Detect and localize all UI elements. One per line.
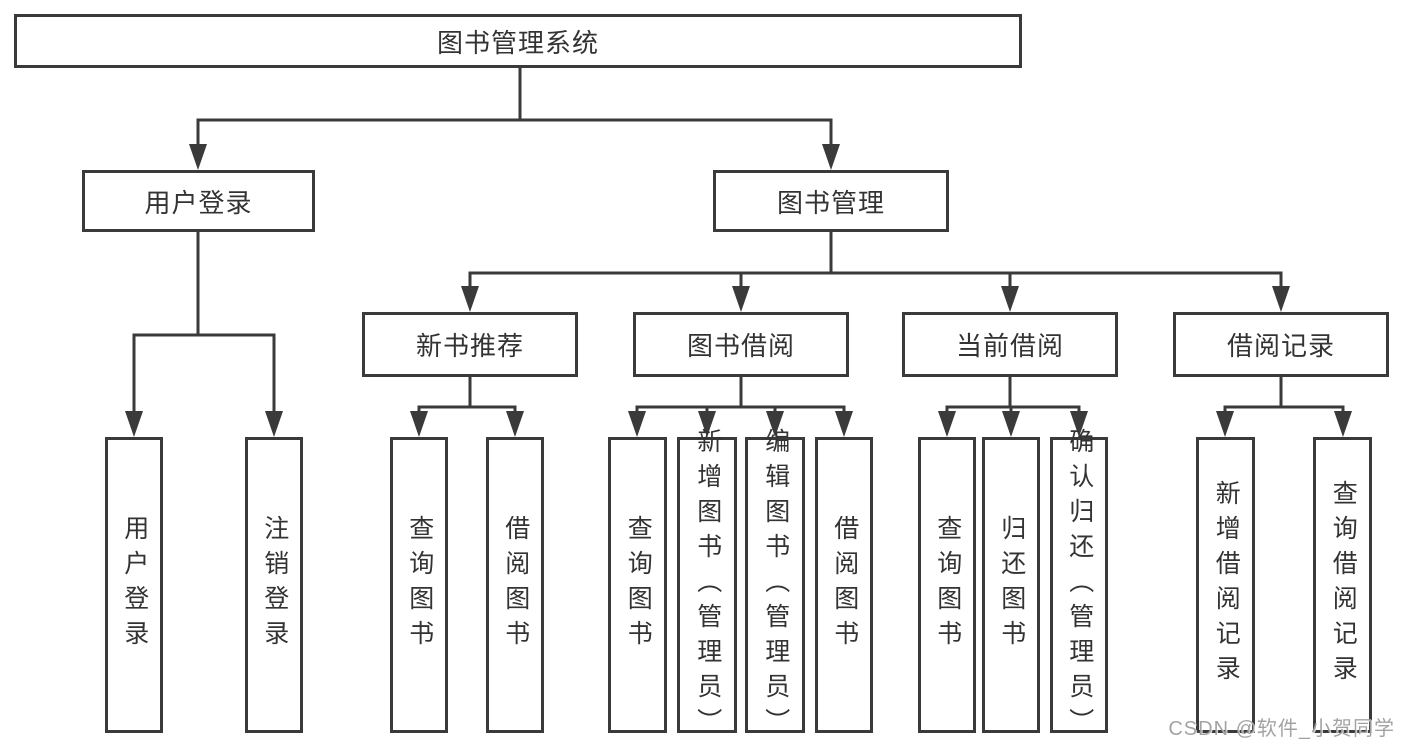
node-label: 查询图书	[933, 515, 962, 655]
leaf-query-borrow-record: 查询借阅记录	[1313, 437, 1372, 733]
node-label: 注销登录	[260, 515, 289, 655]
leaf-return-books: 归还图书	[982, 437, 1040, 733]
leaf-borrow-books: 借阅图书	[815, 437, 873, 733]
node-label: 当前借阅	[955, 331, 1064, 361]
node-label: 查询借阅记录	[1329, 480, 1358, 690]
leaf-edit-book-admin: 编辑图书（管理员）	[745, 428, 805, 743]
node-label: 查询图书	[405, 515, 434, 655]
node-book-borrowing: 图书借阅	[633, 312, 849, 377]
node-book-management: 图书管理	[713, 170, 949, 232]
leaf-query-books-borrow: 查询图书	[608, 437, 667, 733]
leaf-logout: 注销登录	[245, 437, 303, 733]
node-label: 借阅图书	[830, 515, 859, 655]
node-label: 借阅记录	[1226, 331, 1335, 361]
node-label: 新书推荐	[415, 331, 524, 361]
node-label: 新增借阅记录	[1212, 480, 1241, 690]
node-label: 归还图书	[997, 515, 1026, 655]
leaf-query-books-current: 查询图书	[918, 437, 976, 733]
node-label: 查询图书	[624, 515, 653, 655]
node-label: 图书管理系统	[436, 27, 599, 58]
node-label: 用户登录	[144, 187, 253, 218]
node-user-login: 用户登录	[82, 170, 315, 232]
leaf-confirm-return-admin: 确认归还（管理员）	[1050, 428, 1108, 743]
arrowheads	[125, 144, 1352, 437]
node-borrowing-records: 借阅记录	[1173, 312, 1389, 377]
node-label: 图书管理	[776, 187, 885, 218]
leaf-query-books-recommend: 查询图书	[390, 437, 448, 733]
csdn-watermark: CSDN @软件_小贺同学	[1168, 718, 1395, 740]
leaf-add-book-admin: 新增图书（管理员）	[677, 428, 737, 743]
node-label: 编辑图书（管理员）	[761, 427, 790, 743]
node-label: 图书借阅	[686, 331, 795, 361]
node-current-borrowing: 当前借阅	[902, 312, 1118, 377]
node-label: 确认归还（管理员）	[1065, 427, 1094, 743]
node-label: 新增图书（管理员）	[693, 427, 722, 743]
node-library-management-system: 图书管理系统	[14, 14, 1022, 68]
node-label: 借阅图书	[501, 515, 530, 655]
node-label: 用户登录	[120, 515, 149, 655]
leaf-add-borrow-record: 新增借阅记录	[1196, 437, 1255, 733]
leaf-user-login: 用户登录	[105, 437, 163, 733]
node-new-book-recommendation: 新书推荐	[362, 312, 578, 377]
leaf-borrow-books-recommend: 借阅图书	[486, 437, 544, 733]
